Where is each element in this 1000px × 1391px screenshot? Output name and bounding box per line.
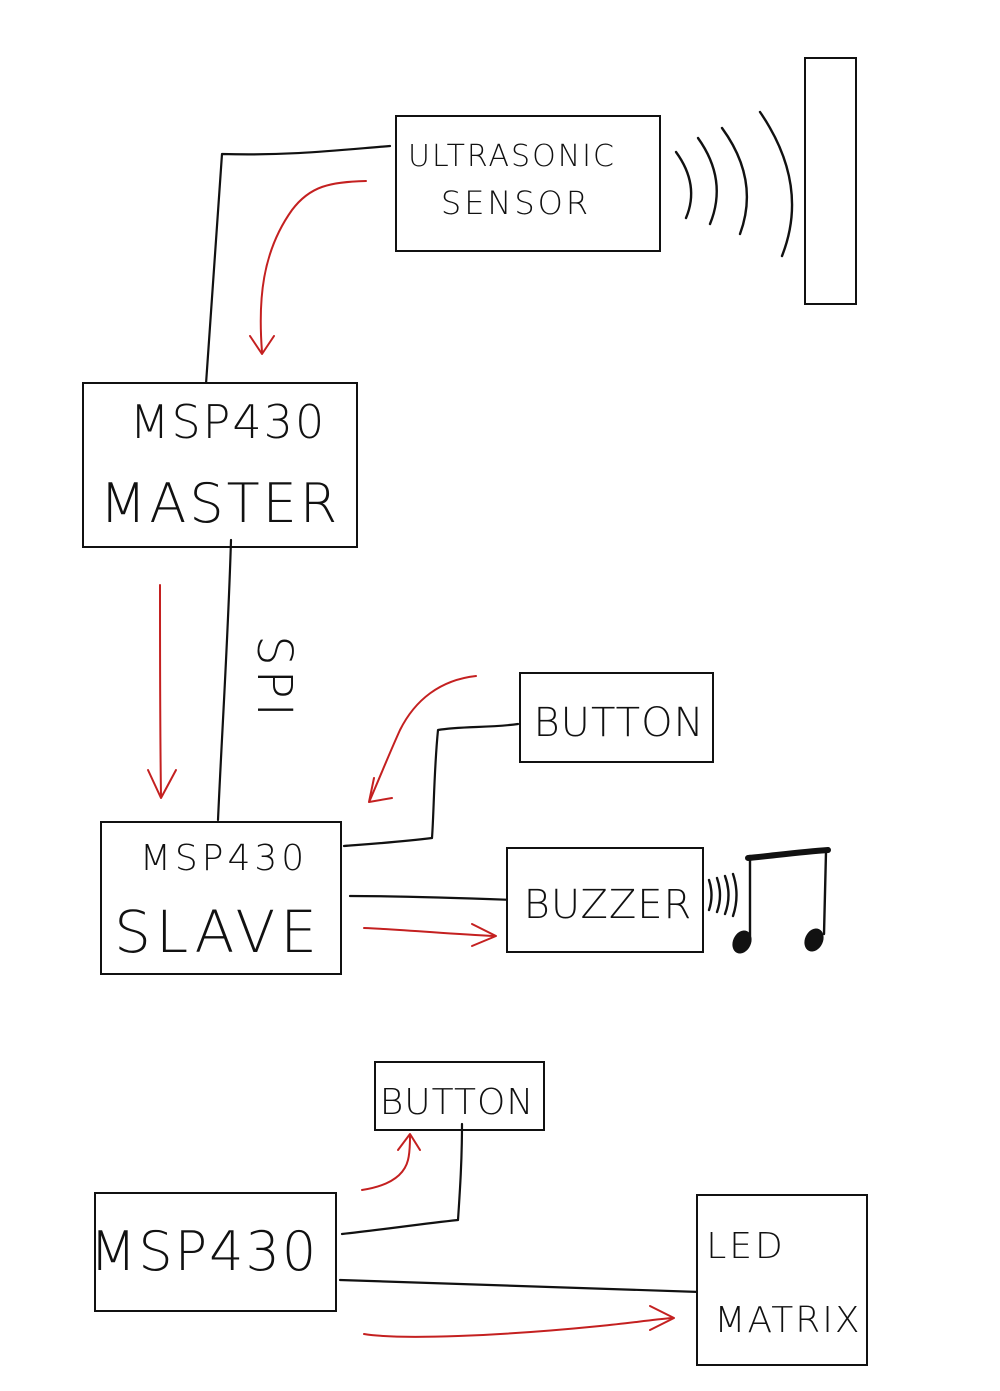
button-top-block: BUTTON	[519, 672, 714, 763]
flow-arrow-master-to-slave	[147, 584, 177, 799]
flow-arrow-msp430-to-led-matrix	[363, 1305, 675, 1338]
wire-spi-master-to-slave	[216, 538, 233, 822]
msp430-slave-block: MSP430 SLAVE	[100, 821, 342, 975]
spi-label: SPI	[246, 635, 302, 721]
msp430-bottom-block: MSP430	[90, 1192, 337, 1312]
button-bottom-label: BUTTON	[380, 1082, 535, 1123]
music-note-icon	[732, 847, 831, 954]
obstacle-wall	[804, 57, 857, 305]
wire-sensor-to-master	[204, 144, 392, 386]
button-top-label: BUTTON	[533, 700, 704, 746]
wire-msp430-to-led-matrix	[338, 1278, 702, 1294]
led-matrix-block: LED MATRIX	[696, 1194, 868, 1366]
msp430-master-block: MSP430 MASTER	[82, 382, 358, 548]
msp430-slave-label-line1: MSP430	[140, 838, 308, 879]
flow-arrow-button-to-slave	[368, 675, 477, 803]
msp430-slave-label-line2: SLAVE	[114, 898, 322, 966]
led-matrix-label-line1: LED	[706, 1226, 786, 1267]
led-matrix-label-line2: MATRIX	[714, 1300, 861, 1341]
msp430-master-label-line1: MSP430	[130, 395, 326, 449]
flow-arrow-msp430-to-button	[361, 1133, 421, 1191]
buzzer-sound-icon	[707, 872, 738, 918]
buzzer-block: BUZZER	[506, 847, 704, 953]
msp430-master-label-line2: MASTER	[100, 472, 340, 535]
flow-arrow-slave-to-buzzer	[363, 923, 497, 947]
sound-waves-icon	[674, 110, 794, 258]
ultrasonic-sensor-block: ULTRASONIC SENSOR	[395, 115, 661, 252]
ultrasonic-sensor-label-line1: ULTRASONIC	[408, 139, 616, 174]
flow-arrow-sensor-to-master	[249, 180, 367, 355]
wire-button-to-msp430	[340, 1122, 464, 1236]
buzzer-label: BUZZER	[524, 882, 693, 928]
wire-slave-to-buzzer	[348, 894, 516, 902]
msp430-bottom-label: MSP430	[90, 1220, 319, 1283]
button-bottom-block: BUTTON	[374, 1061, 545, 1131]
ultrasonic-sensor-label-line2: SENSOR	[441, 184, 591, 222]
wire-button-to-slave	[342, 722, 520, 848]
